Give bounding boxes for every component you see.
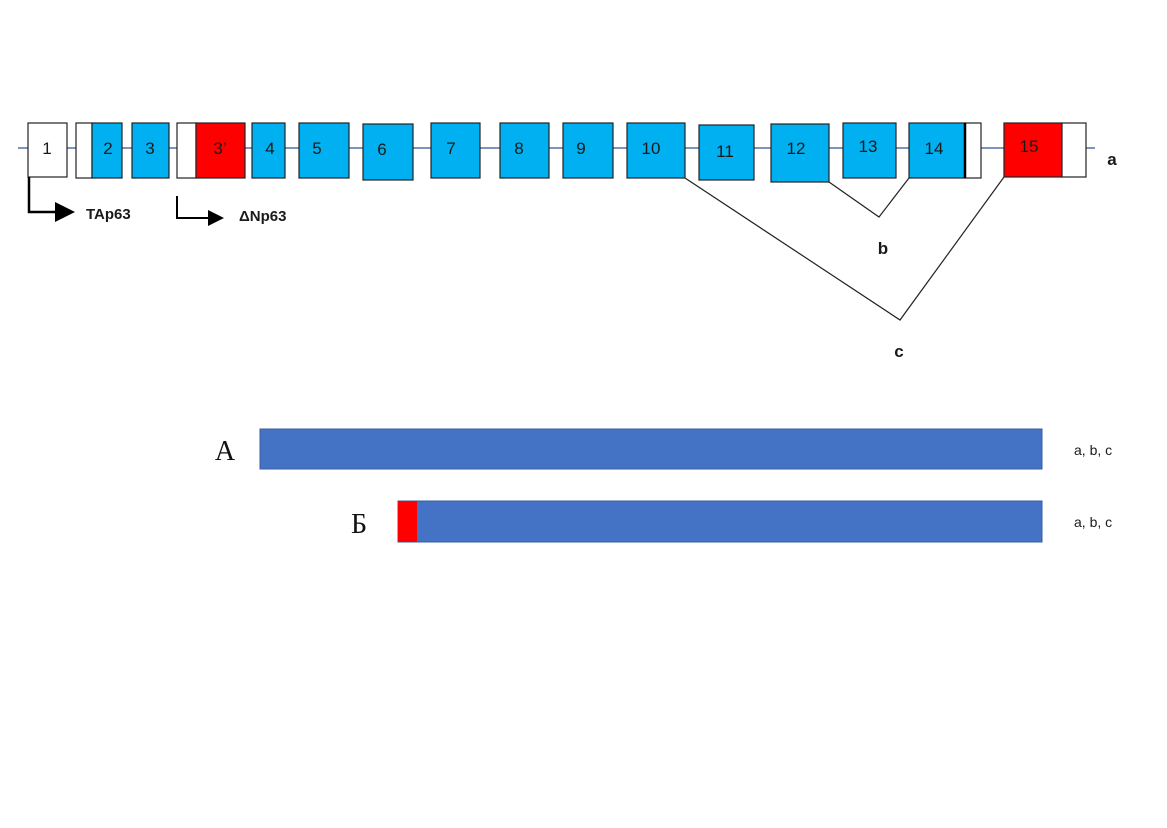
- exon-4-label: 4: [265, 139, 274, 158]
- exon-2-utr: [75, 122, 93, 179]
- exon-3-prime-utr: [176, 122, 197, 179]
- splice-label-a: a: [1107, 150, 1117, 169]
- promoter-arrow-tap63: [27, 177, 75, 222]
- exon-15-box: [1003, 122, 1063, 178]
- isoform-a-bar: [259, 428, 1043, 470]
- exon-15-utr: [1061, 122, 1087, 178]
- isoform-a-letter: A: [215, 436, 236, 467]
- isoform-b-marker: [398, 501, 417, 542]
- exon-11-box: [698, 124, 755, 181]
- exon-9-box: [562, 122, 614, 179]
- exon-3-prime-label: 3’: [213, 139, 226, 158]
- splice-label-c: c: [894, 342, 903, 361]
- exon-11-label: 11: [716, 142, 734, 161]
- exon-8-label: 8: [514, 139, 523, 158]
- exon-1-box: [27, 122, 68, 178]
- exon-3-box: [131, 122, 170, 179]
- exon-10-label: 10: [642, 139, 661, 158]
- exon-8-box: [499, 122, 550, 179]
- splice-connector-c: [684, 176, 1005, 321]
- isoform-a-variants: a, b, c: [1074, 442, 1112, 458]
- exon-6-label: 6: [377, 140, 386, 159]
- promoter-label-dnp63: ΔNp63: [239, 208, 286, 225]
- exon-12-label: 12: [787, 139, 806, 158]
- exon-13-label: 13: [859, 137, 878, 156]
- exon-9-label: 9: [576, 139, 585, 158]
- exon-15-label: 15: [1020, 137, 1039, 156]
- exon-7-label: 7: [446, 139, 455, 158]
- exon-5-box: [298, 122, 350, 179]
- exon-12-box: [770, 123, 830, 183]
- isoform-b-bar: [397, 500, 1043, 543]
- exon-6-box: [362, 123, 414, 181]
- exon-4-box: [251, 122, 286, 179]
- promoter-label-tap63: TAp63: [86, 206, 131, 223]
- isoform-b-letter: Б: [351, 509, 367, 540]
- exon-14-box: [908, 122, 966, 179]
- promoter-arrow-dnp63: [176, 196, 224, 226]
- exon-14-label: 14: [925, 139, 944, 158]
- splice-label-b: b: [878, 239, 888, 258]
- isoform-b-variants: a, b, c: [1074, 514, 1112, 530]
- exon-14-utr: [964, 122, 982, 179]
- exon-5-label: 5: [312, 139, 321, 158]
- exon-3-label: 3: [145, 139, 154, 158]
- splice-connector-b: [828, 177, 910, 218]
- exon-10-box: [626, 122, 686, 179]
- exon-2-label: 2: [103, 139, 112, 158]
- exon-7-box: [430, 122, 481, 179]
- exon-13-box: [842, 122, 897, 179]
- exon-3-prime-box: [195, 122, 246, 179]
- exon-1-label: 1: [42, 139, 51, 158]
- exon-2-box: [91, 122, 123, 179]
